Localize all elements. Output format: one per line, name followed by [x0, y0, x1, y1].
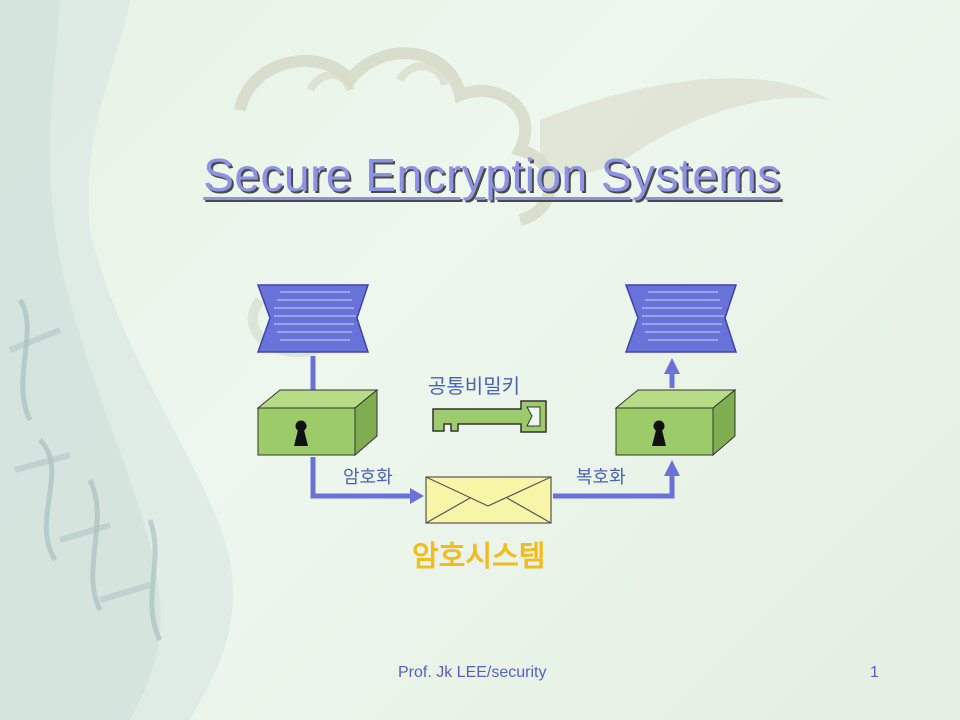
encrypt-path-line — [310, 457, 418, 499]
lockbox-icon — [256, 388, 379, 457]
decryption-label: 복호화 — [576, 467, 626, 488]
ciphertext-document-icon — [624, 284, 738, 353]
decrypt-path-arrowhead — [664, 460, 680, 476]
footer-author: Prof. Jk LEE/security — [398, 664, 547, 681]
encryption-system-label: 암호시스템 — [412, 539, 546, 573]
lockbox-icon — [614, 388, 737, 457]
encryption-label: 암호화 — [343, 467, 393, 488]
slide-title: Secure Encryption Systems — [203, 149, 781, 201]
plaintext-document-icon — [256, 284, 370, 353]
shared-secret-key-label: 공통비밀키 — [428, 374, 520, 398]
footer-page-number: 1 — [870, 664, 879, 681]
encrypt-path-arrowhead — [410, 488, 424, 504]
decrypt-output-arrowhead — [664, 358, 680, 374]
key-icon — [432, 400, 547, 433]
envelope-icon — [425, 476, 552, 524]
decrypt-path-line — [553, 470, 675, 499]
keyhole-icon — [294, 420, 308, 446]
keyhole-icon — [652, 420, 666, 446]
